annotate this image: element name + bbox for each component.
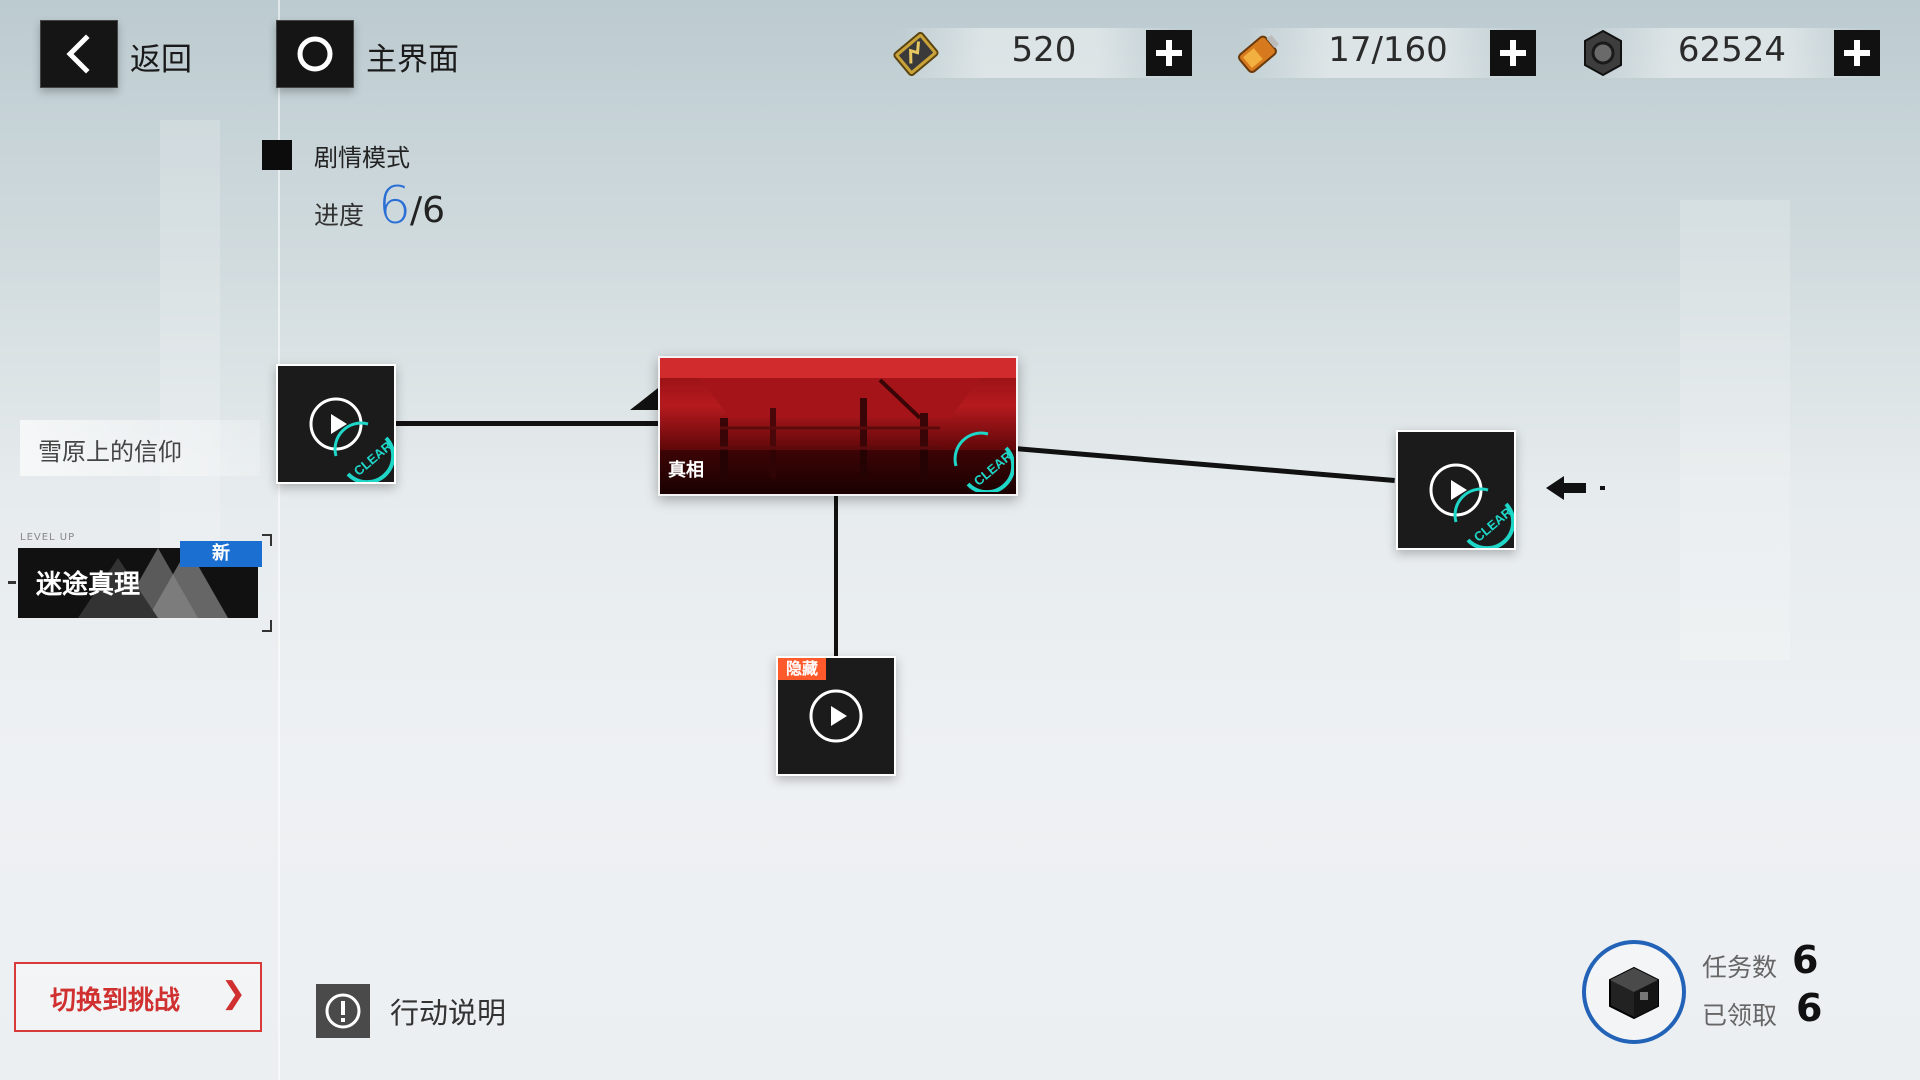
mission-count-label: 任务数	[1702, 953, 1778, 982]
level-up-caption: LEVEL UP	[20, 532, 76, 543]
home-circle-icon	[297, 36, 333, 72]
selection-bracket	[262, 620, 272, 632]
plus-icon	[1844, 40, 1870, 66]
resource-value: 17/160	[1328, 30, 1448, 70]
selection-bracket	[262, 534, 272, 546]
back-button[interactable]	[40, 20, 118, 88]
chapter-pattern	[78, 548, 228, 618]
play-icon	[809, 689, 863, 743]
mode-title: 剧情模式	[314, 144, 410, 172]
ticket-icon	[888, 28, 944, 84]
resource-value: 520	[1011, 30, 1077, 70]
home-label[interactable]: 主界面	[366, 42, 459, 78]
path-line	[392, 421, 658, 426]
plus-icon	[1500, 40, 1526, 66]
home-button[interactable]	[276, 20, 354, 88]
add-battery-button[interactable]	[1490, 30, 1536, 76]
mode-marker	[262, 140, 292, 170]
chapter-label: 迷途真理	[36, 570, 141, 600]
resource-bar	[1588, 28, 1868, 78]
progress-label: 进度	[314, 201, 365, 230]
info-button[interactable]	[316, 984, 370, 1038]
chapter-item-previous[interactable]: 雪原上的信仰	[20, 420, 260, 476]
progress-total: /6	[410, 190, 446, 231]
stage-node[interactable]: CLEAR	[276, 364, 396, 484]
path-line	[1013, 446, 1395, 483]
path-line	[834, 492, 838, 658]
battery-icon	[1230, 26, 1288, 84]
new-badge: 新	[180, 541, 262, 567]
progress-current: 6	[378, 176, 412, 236]
mission-reward-button[interactable]	[1582, 940, 1686, 1044]
claimed-label: 已领取	[1702, 1001, 1778, 1030]
switch-to-challenge-button[interactable]: 切换到挑战 ❯	[14, 962, 262, 1032]
background-panel	[160, 120, 220, 620]
path-arrowhead	[630, 388, 658, 410]
clear-stamp: CLEAR	[333, 421, 394, 482]
gear-coin-icon	[1578, 28, 1628, 82]
claimed-value: 6	[1796, 986, 1823, 1030]
back-label[interactable]: 返回	[130, 42, 192, 78]
selection-tick	[8, 581, 16, 584]
resource-bar	[900, 28, 1180, 78]
stage-node[interactable]: CLEAR	[1396, 430, 1516, 550]
stage-node-hidden[interactable]: 隐藏	[776, 656, 896, 776]
resource-bar	[1244, 28, 1524, 78]
chevron-right-icon: ❯	[220, 976, 246, 1011]
stage-node-boss[interactable]: 真相 CLEAR	[658, 356, 1018, 496]
plus-icon	[1156, 40, 1182, 66]
resource-value: 62524	[1677, 30, 1787, 70]
info-label[interactable]: 行动说明	[390, 996, 507, 1030]
reward-box-icon	[1609, 966, 1659, 1020]
left-divider	[278, 0, 280, 1080]
current-position-arrow-icon	[1546, 476, 1605, 500]
mission-count-value: 6	[1792, 938, 1819, 982]
background-panel	[1680, 200, 1790, 660]
info-icon	[325, 993, 361, 1029]
clear-stamp: CLEAR	[953, 431, 1014, 492]
add-coin-button[interactable]	[1834, 30, 1880, 76]
boss-stage-title: 真相	[668, 460, 704, 481]
chevron-left-icon	[66, 34, 90, 74]
switch-label: 切换到挑战	[50, 986, 181, 1016]
boss-scene-art	[660, 358, 1016, 494]
add-ticket-button[interactable]	[1146, 30, 1192, 76]
clear-stamp: CLEAR	[1453, 487, 1514, 548]
chapter-label: 雪原上的信仰	[38, 438, 182, 466]
hidden-tag: 隐藏	[778, 658, 826, 680]
